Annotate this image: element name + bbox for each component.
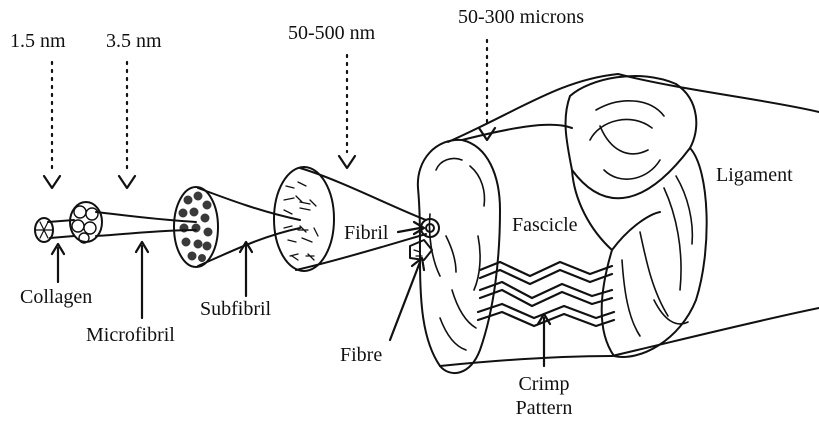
scale-label-fascicle: 50-300 microns (458, 6, 584, 28)
scale-arrow-collagen (44, 62, 60, 188)
arrow-collagen (52, 244, 64, 282)
label-ligament: Ligament (716, 164, 793, 186)
scale-arrow-fibril (339, 55, 355, 168)
label-microfibril: Microfibril (86, 324, 175, 346)
arrow-microfibril (136, 242, 148, 318)
subfibril-cone (174, 187, 300, 267)
label-subfibril: Subfibril (200, 298, 271, 320)
scale-label-microfibril: 3.5 nm (106, 30, 162, 52)
label-crimp-pattern: Crimp Pattern (494, 372, 594, 420)
scale-label-collagen: 1.5 nm (10, 30, 66, 52)
label-collagen: Collagen (20, 286, 92, 308)
label-crimp-line1: Crimp (494, 372, 594, 396)
scale-arrows (44, 40, 495, 188)
ligament-cylinder (448, 74, 819, 357)
fascicle-cylinder (418, 125, 612, 373)
scale-arrow-fascicle (479, 40, 495, 140)
scale-arrow-microfibril (119, 62, 135, 188)
label-fascicle: Fascicle (512, 214, 578, 236)
arrow-subfibril (240, 242, 252, 296)
label-fibril: Fibril (344, 222, 388, 244)
scale-label-fibril: 50-500 nm (288, 22, 375, 44)
label-crimp-line2: Pattern (494, 396, 594, 420)
collagen-molecule (35, 218, 74, 242)
arrow-fibre (390, 258, 424, 340)
label-fibre: Fibre (340, 344, 382, 366)
fibre-structure (410, 219, 439, 260)
